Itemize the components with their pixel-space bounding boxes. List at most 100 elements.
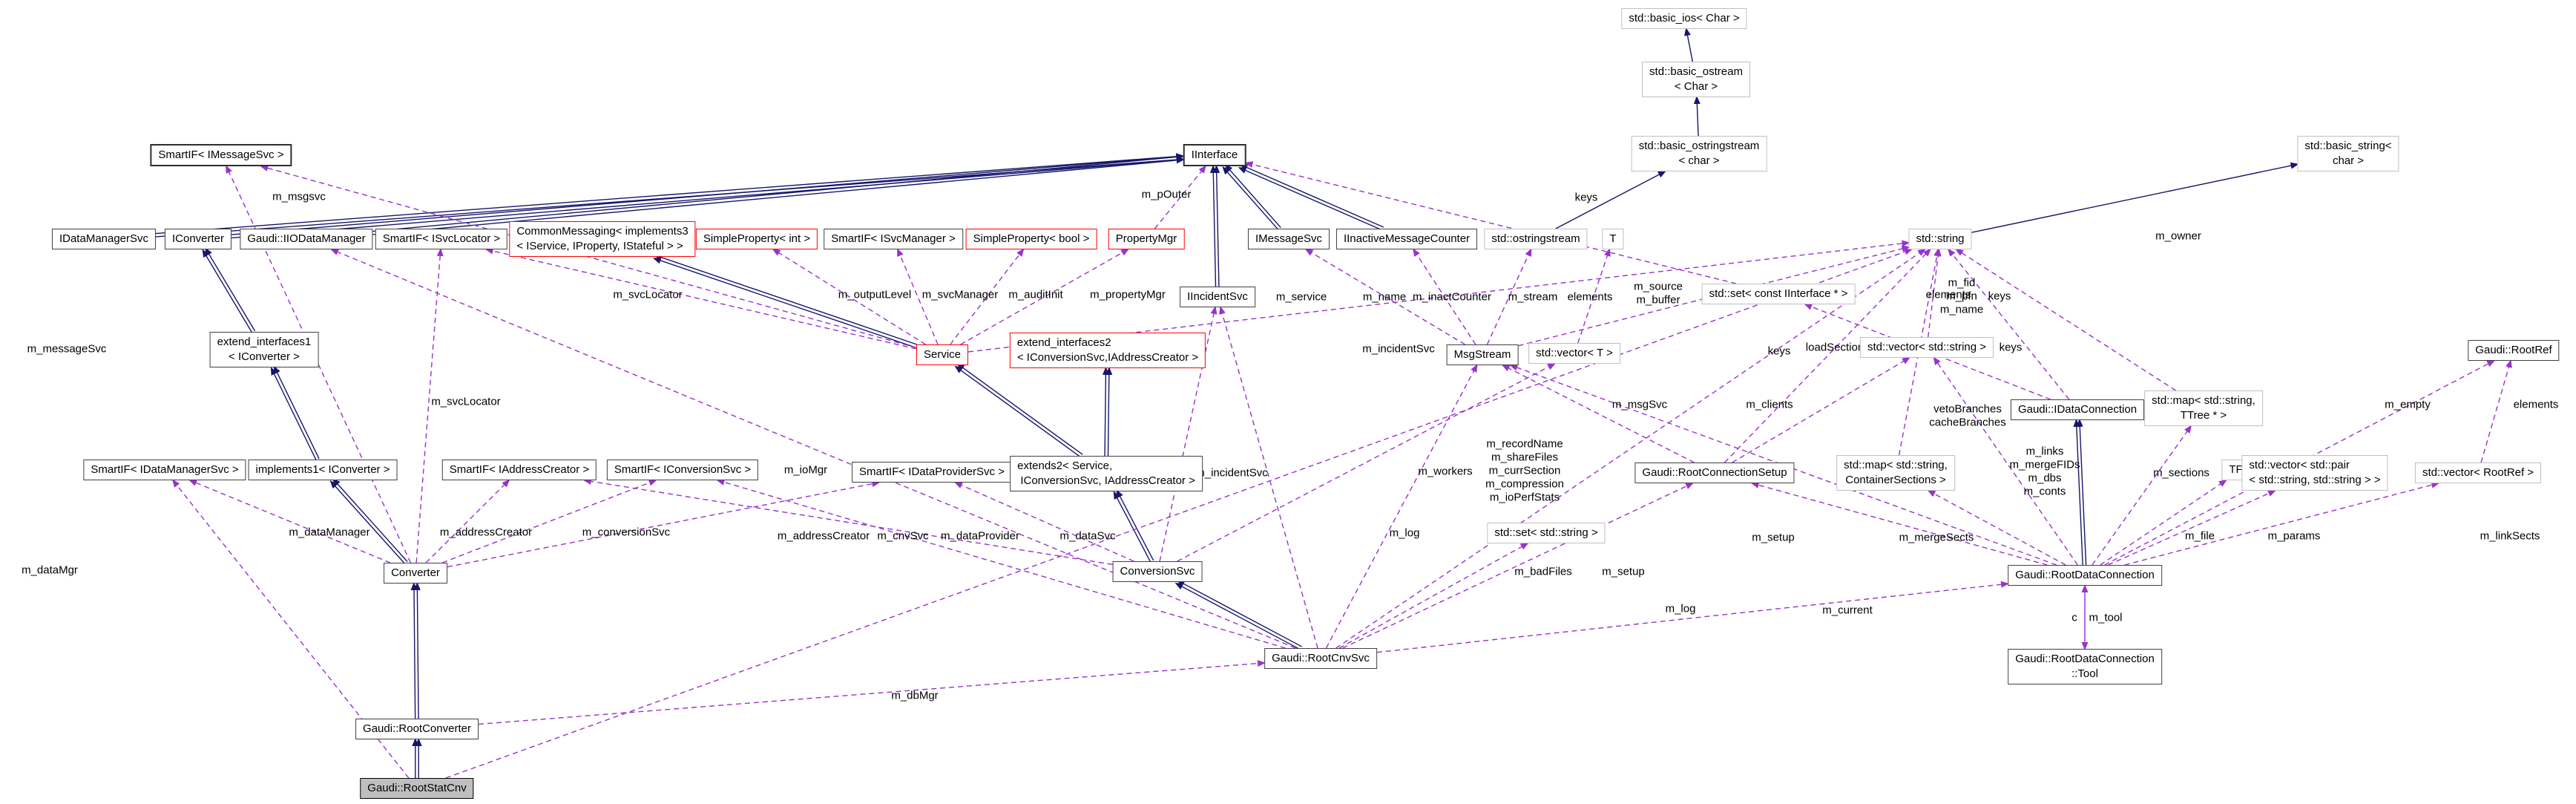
class-node-basic_ostream[interactable]: std::basic_ostream < Char > [1642, 62, 1750, 97]
edge-label: keys [1767, 344, 1791, 358]
edge-label: m_incidentSvc [1362, 342, 1435, 356]
edge-label: m_buffer [1636, 293, 1680, 307]
edge-label: m_workers [1418, 465, 1473, 478]
class-node-iincidentsvc[interactable]: IIncidentSvc [1180, 287, 1255, 307]
edge-label: m_ioMgr [783, 463, 828, 477]
edge-label: m_name [1939, 303, 1984, 316]
class-node-rootconverter[interactable]: Gaudi::RootConverter [355, 719, 479, 739]
class-node-smartif_idataprovidersvc[interactable]: SmartIF< IDataProviderSvc > [852, 462, 1012, 483]
class-node-iinactivemessagecounter[interactable]: IInactiveMessageCounter [1335, 229, 1478, 249]
class-node-implements1[interactable]: implements1< IConverter > [248, 460, 398, 480]
class-node-service[interactable]: Service [916, 344, 969, 365]
edge-label: m_name [1362, 290, 1407, 304]
edge-label: m_incidentSvc [1195, 466, 1268, 480]
class-node-t_node[interactable]: T [1602, 229, 1624, 249]
class-node-rootref[interactable]: Gaudi::RootRef [2468, 340, 2560, 361]
edge-label: m_msgsvc [272, 190, 326, 203]
edge-label: m_current [1822, 604, 1873, 617]
class-node-basic_ios[interactable]: std::basic_ios< Char > [1621, 8, 1747, 29]
class-node-msgstream[interactable]: MsgStream [1446, 344, 1519, 365]
class-node-vector_t[interactable]: std::vector< T > [1528, 343, 1620, 364]
class-node-ostringstream[interactable]: std::ostringstream [1484, 229, 1588, 249]
edge-label: cacheBranches [1929, 416, 2006, 429]
class-node-iiodatamanager[interactable]: Gaudi::IIODataManager [240, 229, 373, 249]
edge-label: m_sections [2153, 466, 2209, 480]
class-node-simpleproperty_int[interactable]: SimpleProperty< int > [695, 229, 818, 249]
class-node-extend_interfaces1[interactable]: extend_interfaces1 < IConverter > [209, 332, 319, 367]
edge-label: m_file [2184, 529, 2215, 543]
edge-label: m_compression [1485, 477, 1564, 491]
class-node-propertymgr[interactable]: PropertyMgr [1108, 229, 1185, 249]
edge-label: m_svcLocator [431, 395, 501, 408]
edge-label: m_propertyMgr [1090, 288, 1166, 301]
edge-label: m_dataMgr [22, 563, 78, 577]
class-node-set_iinterface[interactable]: std::set< const IInterface * > [1701, 284, 1856, 304]
class-node-vector_pair[interactable]: std::vector< std::pair < std::string, st… [2241, 455, 2388, 491]
class-node-extends2[interactable]: extends2< Service, IConversionSvc, IAddr… [1010, 456, 1203, 491]
edge-label: m_msgSvc [1611, 398, 1668, 411]
edge-label: m_pfn [1946, 290, 1977, 303]
edge-label: m_pOuter [1141, 188, 1192, 201]
edge-label: elements [1925, 288, 1971, 301]
class-node-smartif_iconversionsvc[interactable]: SmartIF< IConversionSvc > [606, 460, 759, 480]
edge-label: m_outputLevel [838, 288, 912, 301]
class-node-extend_interfaces2[interactable]: extend_interfaces2 < IConversionSvc,IAdd… [1009, 333, 1206, 368]
edge-label: m_recordName [1486, 437, 1563, 451]
edge-label: m_owner [2155, 229, 2201, 243]
class-node-idatamanagersvc[interactable]: IDataManagerSvc [51, 229, 157, 249]
edge-label: m_conts [2023, 485, 2066, 498]
edge-label: m_addressCreator [777, 529, 870, 543]
edge-label: m_dataSvc [1059, 529, 1116, 543]
edge-label: vetoBranches [1933, 402, 2002, 416]
edge-label: m_addressCreator [439, 526, 533, 539]
edge-label: elements [1567, 290, 1613, 304]
edge-label: c [2071, 611, 2077, 624]
class-node-commonmessaging[interactable]: CommonMessaging< implements3 < IService,… [509, 221, 696, 257]
class-node-iconverter[interactable]: IConverter [164, 229, 232, 249]
edge-label: m_dataManager [289, 526, 370, 539]
class-node-smartif_isvcmanager[interactable]: SmartIF< ISvcManager > [824, 229, 963, 249]
class-node-set_string[interactable]: std::set< std::string > [1487, 523, 1606, 543]
class-node-map_ttree[interactable]: std::map< std::string, TTree * > [2144, 390, 2263, 426]
class-node-vector_string[interactable]: std::vector< std::string > [1859, 337, 1994, 358]
edge-label: m_log [1389, 526, 1420, 540]
class-node-basic_ostringstream[interactable]: std::basic_ostringstream < char > [1631, 136, 1767, 171]
class-node-rootdataconnection[interactable]: Gaudi::RootDataConnection [2008, 565, 2162, 586]
edge-label: m_badFiles [1514, 565, 1572, 578]
edge-label: m_setup [1602, 565, 1645, 578]
edge-label: m_params [2267, 529, 2321, 543]
class-node-rootstatcnv[interactable]: Gaudi::RootStatCnv [360, 778, 474, 799]
class-node-smartif_iaddresscreator[interactable]: SmartIF< IAddressCreator > [441, 460, 597, 480]
class-node-stdstring[interactable]: std::string [1908, 229, 1972, 249]
class-node-smartif_imessagesvc[interactable]: SmartIF< IMessageSvc > [150, 144, 292, 166]
edge-label: loadSection [1805, 341, 1864, 354]
class-node-vector_rootref[interactable]: std::vector< RootRef > [2414, 463, 2542, 483]
edge-label: m_svcManager [921, 288, 999, 301]
edge-label: m_empty [2385, 398, 2431, 411]
edge-label: m_service [1275, 290, 1327, 304]
class-node-smartif_isvclocator[interactable]: SmartIF< ISvcLocator > [375, 229, 508, 249]
class-node-iinterface[interactable]: IInterface [1183, 144, 1246, 166]
class-node-rootcnvsvc[interactable]: Gaudi::RootCnvSvc [1264, 648, 1377, 669]
edge-label: m_clients [1746, 398, 1793, 411]
edge-label: m_stream [1508, 290, 1558, 304]
class-node-smartif_idatamanagersvc[interactable]: SmartIF< IDataManagerSvc > [83, 460, 246, 480]
class-node-simpleproperty_bool[interactable]: SimpleProperty< bool > [965, 229, 1097, 249]
edge-label: m_ioPerfStats [1489, 491, 1560, 504]
class-node-map_containersections[interactable]: std::map< std::string, ContainerSections… [1836, 455, 1955, 491]
class-node-rootdataconnection_tool[interactable]: Gaudi::RootDataConnection ::Tool [2008, 649, 2162, 684]
class-node-rootconnectionsetup[interactable]: Gaudi::RootConnectionSetup [1634, 463, 1795, 483]
class-node-converter[interactable]: Converter [384, 563, 447, 584]
class-node-idataconnection[interactable]: Gaudi::IDataConnection [2010, 399, 2145, 420]
class-node-imessagesvc[interactable]: IMessageSvc [1247, 229, 1330, 249]
edge-label: m_links [2025, 445, 2064, 458]
edge-label: m_cnvSvc [877, 529, 929, 543]
edge-label: keys [1988, 290, 2011, 303]
edge-label: m_shareFiles [1491, 451, 1559, 464]
class-node-conversionsvc[interactable]: ConversionSvc [1112, 561, 1203, 582]
edge-label: keys [1999, 341, 2023, 354]
class-node-basic_string[interactable]: std::basic_string< char > [2297, 136, 2399, 171]
edge-label: keys [1574, 191, 1598, 204]
edge-label: m_svcLocator [613, 288, 683, 301]
